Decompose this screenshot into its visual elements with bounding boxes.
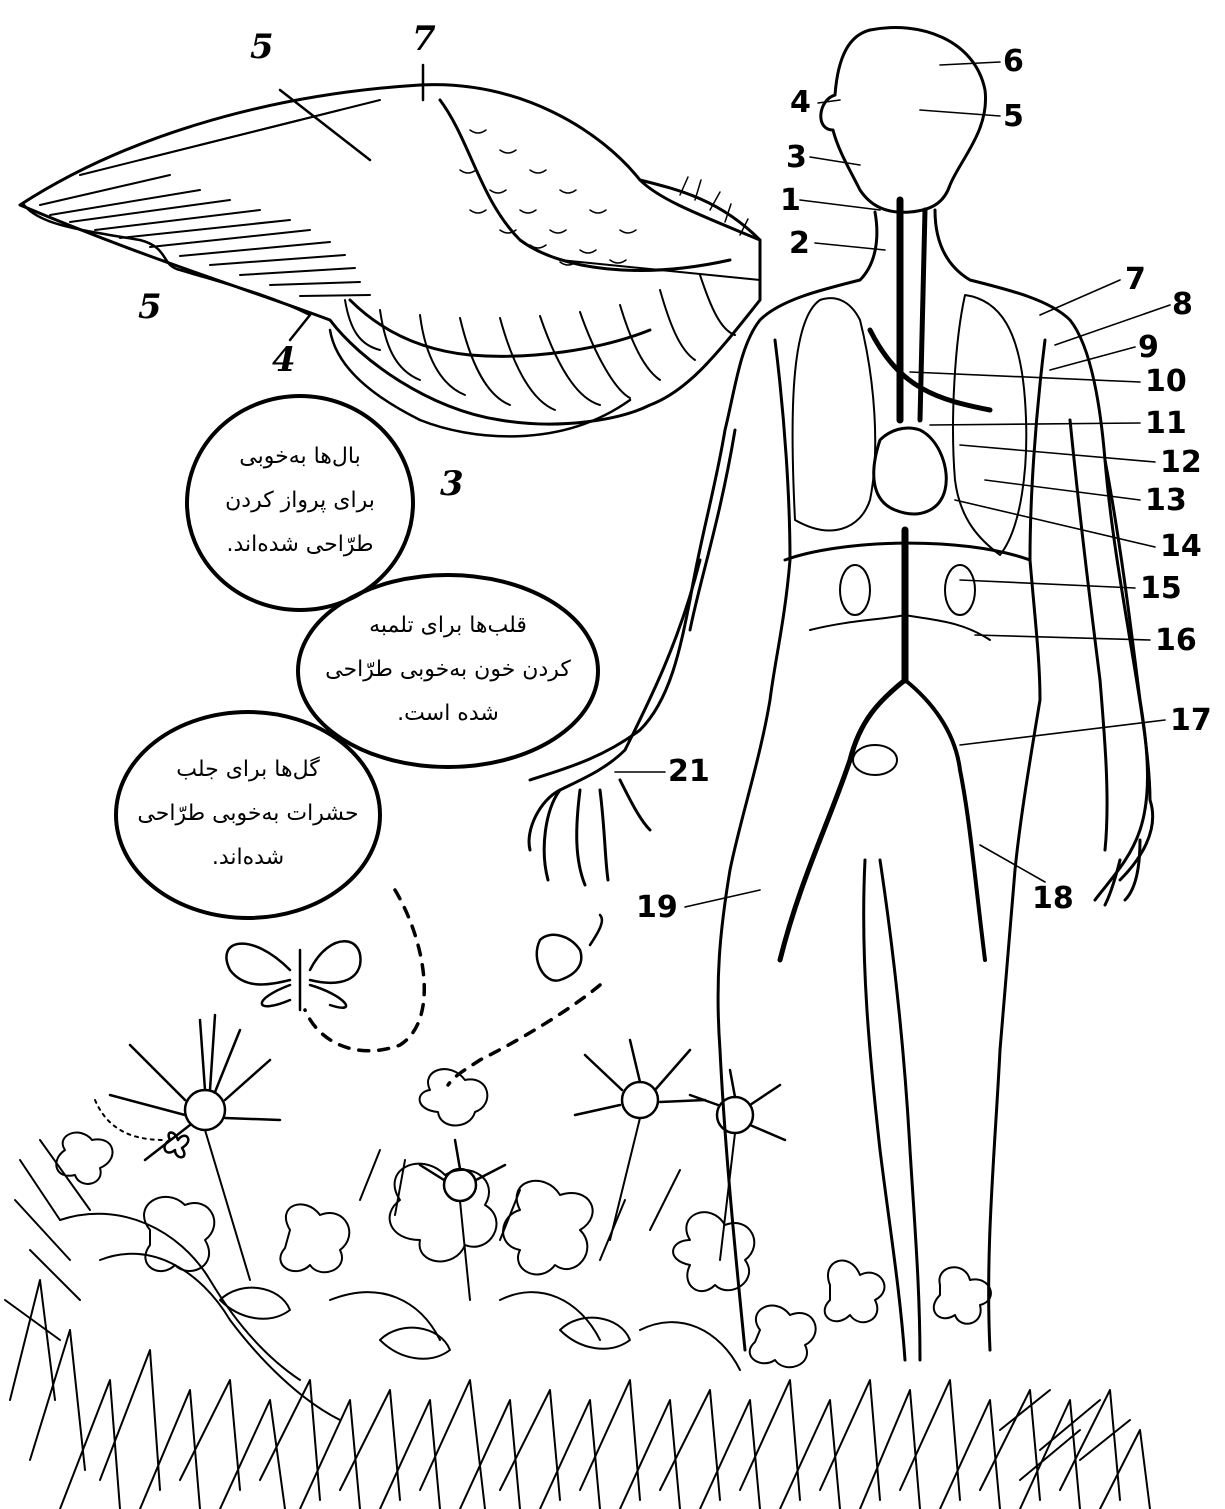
flight-paths <box>305 890 600 1085</box>
bubble-line: قلب‌ها برای تلمبه <box>312 604 584 648</box>
wing-label: 3 <box>440 467 464 501</box>
bird-wing-drawing <box>20 65 760 436</box>
human-circulatory-drawing <box>529 28 1170 1361</box>
body-label: 6 <box>1003 47 1024 77</box>
body-label: 2 <box>789 229 810 259</box>
wing-label: 4 <box>272 343 296 377</box>
bubble-line: حشرات به‌خوبی طرّاحی <box>128 792 368 836</box>
heart-bubble-text: قلب‌ها برای تلمبه کردن خون به‌خوبی طرّاح… <box>312 604 584 736</box>
flower-meadow <box>5 1015 1150 1509</box>
wing-label: 5 <box>138 290 162 324</box>
body-label: 4 <box>790 88 811 118</box>
body-label: 3 <box>786 143 807 173</box>
body-label: 10 <box>1145 367 1187 397</box>
body-label: 12 <box>1160 448 1202 478</box>
bubble-line: شده است. <box>312 692 584 736</box>
wing-label: 5 <box>250 30 274 64</box>
body-label: 15 <box>1140 574 1182 604</box>
body-label: 8 <box>1172 290 1193 320</box>
wing-label: 7 <box>412 22 436 56</box>
bubble-line: گل‌ها برای جلب <box>128 748 368 792</box>
body-label: 19 <box>636 893 678 923</box>
bubble-line: برای پرواز کردن <box>195 479 405 523</box>
wing-bubble-text: بال‌ها به‌خوبی برای پرواز کردن طرّاحی شد… <box>195 435 405 567</box>
body-label: 9 <box>1138 333 1159 363</box>
bubble-line: بال‌ها به‌خوبی <box>195 435 405 479</box>
body-label: 13 <box>1145 486 1187 516</box>
body-label: 18 <box>1032 884 1074 914</box>
body-label: 7 <box>1125 265 1146 295</box>
bubble-line: طرّاحی شده‌اند. <box>195 523 405 567</box>
bubble-line: کردن خون به‌خوبی طرّاحی <box>312 648 584 692</box>
body-label: 21 <box>668 757 710 787</box>
body-label: 14 <box>1160 532 1202 562</box>
body-label: 11 <box>1145 409 1187 439</box>
body-label: 1 <box>780 186 801 216</box>
body-label: 17 <box>1170 706 1212 736</box>
bubble-line: شده‌اند. <box>128 836 368 880</box>
body-label: 16 <box>1155 626 1197 656</box>
flower-bubble-text: گل‌ها برای جلب حشرات به‌خوبی طرّاحی شده‌… <box>128 748 368 880</box>
body-label: 5 <box>1003 102 1024 132</box>
butterflies <box>165 915 602 1157</box>
grass <box>5 1140 1150 1509</box>
